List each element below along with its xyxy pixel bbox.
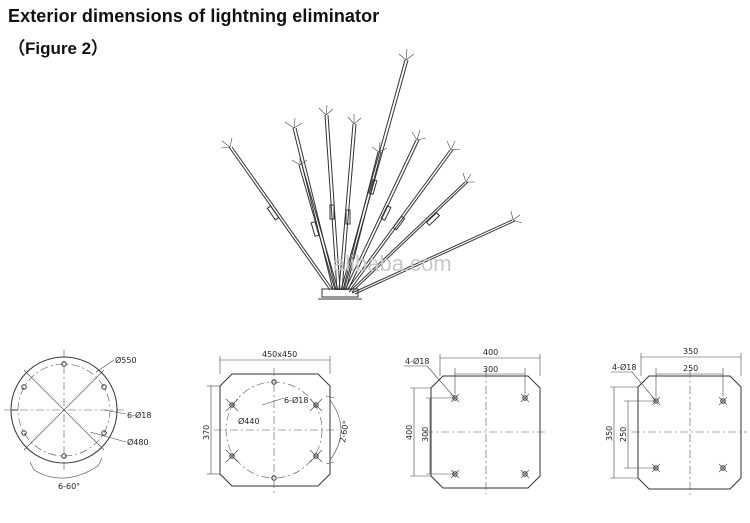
watermark-text: alibaba.com [333,251,452,276]
pcd-label: Ø440 [238,416,260,426]
outer-width-label: 350 [683,347,698,356]
plate-outline [637,375,742,490]
plate-outline [430,375,541,489]
lightning-eliminator-drawing [220,48,523,300]
inner-height-label: 250 [619,427,628,442]
inner-height-label: 300 [421,427,430,442]
rod-9 [346,140,461,291]
inner-width-label: 250 [683,364,698,373]
figure-label: （Figure 2） [8,39,109,58]
plate-400-diagram: 400 300 400 300 4-Ø18 [404,348,546,494]
circular-base-diagram: Ø550 6-Ø18 Ø480 6-60° [4,350,151,491]
rod-8 [344,129,427,291]
rod-7 [342,141,388,291]
diameter-550-label: Ø550 [115,355,137,365]
plate-outline [219,373,331,487]
plate-450-diagram: 450x450 370 6-Ø18 Ø440 2-60° [202,350,351,494]
outer-height-label: 350 [605,426,614,441]
rod-4 [318,104,341,291]
plate-350-diagram: 350 250 350 250 4-Ø18 [605,347,747,495]
angle-label: 2-60° [338,420,351,443]
rod-10 [348,172,475,293]
page-title: Exterior dimensions of lightning elimina… [8,6,380,26]
rod-11 [351,210,523,295]
holes-label: 4-Ø18 [405,356,429,366]
outer-height-label: 400 [405,425,414,440]
diameter-480-label: Ø480 [127,437,149,447]
holes-label: 6-Ø18 [127,410,151,420]
angle-label: 6-60° [58,482,80,491]
rod-3 [291,155,339,291]
rod-5 [338,114,362,291]
outer-width-label: 400 [483,348,498,357]
height-label: 370 [202,425,211,440]
holes-label: 4-Ø18 [612,362,636,372]
rod-6 [340,48,415,291]
size-label: 450x450 [262,350,297,359]
rod-1 [220,137,334,291]
holes-label: 6-Ø18 [284,395,308,405]
inner-width-label: 300 [483,365,498,374]
rod-2 [284,117,337,291]
